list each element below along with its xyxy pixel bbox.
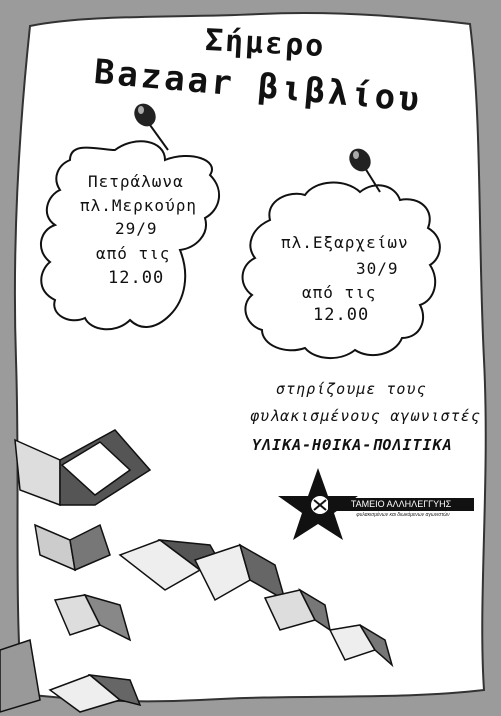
right-event-from: από τις: [302, 283, 377, 302]
left-event-time: 12.00: [108, 268, 165, 288]
left-cloud-shape: [40, 140, 220, 331]
support-line-3: ΥΛΙΚΑ-ΗΘΙΚΑ-ΠΟΛΙΤΙΚΑ: [252, 436, 453, 454]
push-pin-icon-left: [134, 103, 169, 151]
right-event-time: 12.00: [313, 305, 370, 325]
solidarity-star-icon: [278, 468, 358, 540]
support-line-2: φυλακισμένους αγωνιστές: [250, 407, 481, 425]
right-cloud-shape: [241, 181, 441, 359]
support-line-1: στηρίζουμε τους: [276, 380, 427, 398]
logo-subtitle: φυλακισμένων και διωκόμενων αγωνιστών: [356, 512, 450, 518]
left-event-area: Πετράλωνα: [88, 172, 184, 191]
left-event-square: πλ.Μερκούρη: [80, 196, 197, 215]
right-event-date: 30/9: [356, 259, 399, 278]
logo-name: ΤΑΜΕΙΟ ΑΛΛΗΛΕΓΓΥΗΣ: [328, 498, 474, 511]
left-event-date: 29/9: [115, 219, 158, 238]
right-event-square: πλ.Εξαρχείων: [281, 233, 409, 252]
left-event-from: από τις: [96, 244, 171, 263]
flying-books-illustration: [0, 429, 394, 713]
title-line-1: Σήμερο: [204, 22, 327, 65]
push-pin-icon-right: [349, 148, 381, 193]
